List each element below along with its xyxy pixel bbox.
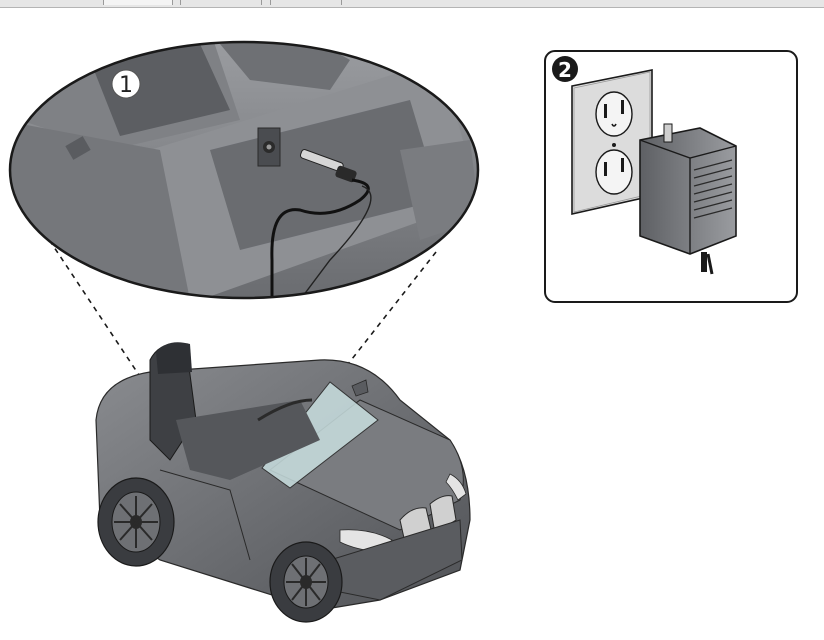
toolbar-tab[interactable] (103, 0, 173, 5)
toolbar-tab[interactable] (180, 0, 262, 5)
zoom-callout (8, 40, 480, 300)
step-1-number: 1 (119, 73, 133, 98)
ride-on-car-illustration (95, 342, 471, 623)
toolbar-tab[interactable] (270, 0, 342, 5)
step-2-panel: 2 (544, 50, 798, 303)
viewer-toolbar-strip (0, 0, 824, 8)
step-2-number: 2 (558, 58, 572, 82)
step-1-badge: 1 (111, 69, 141, 99)
front-wheel (269, 541, 343, 623)
rear-wheel (97, 477, 175, 567)
power-adapter-icon (639, 123, 737, 275)
